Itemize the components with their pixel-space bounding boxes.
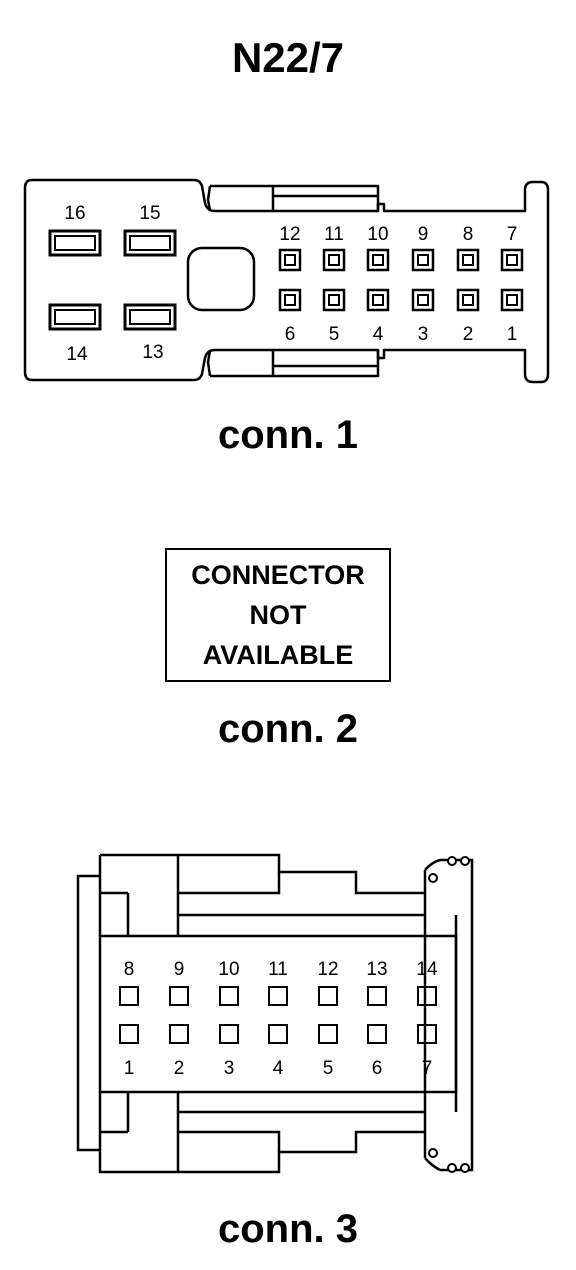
pin-label: 1 xyxy=(507,324,518,345)
pin-cavity xyxy=(366,288,390,312)
pin-cavity xyxy=(366,248,390,272)
pin-label: 12 xyxy=(317,959,338,980)
pin-cavity xyxy=(456,248,480,272)
pin-label: 2 xyxy=(463,324,474,345)
pin-label: 9 xyxy=(418,224,429,245)
pin-label: 8 xyxy=(463,224,474,245)
pin-cavity xyxy=(278,248,302,272)
pin-cavity xyxy=(367,986,387,1006)
placeholder-line: NOT xyxy=(249,600,307,630)
pin-label: 13 xyxy=(366,959,387,980)
pin-cavity xyxy=(456,288,480,312)
pin-contact xyxy=(284,294,296,306)
pin-label: 16 xyxy=(64,203,85,224)
pin-label: 8 xyxy=(124,959,135,980)
pin-label: 2 xyxy=(174,1058,185,1079)
pin-cavity xyxy=(411,248,435,272)
pin-label: 4 xyxy=(273,1058,284,1079)
pin-label: 4 xyxy=(373,324,384,345)
pin-cavity xyxy=(119,1024,139,1044)
pin-cavity xyxy=(367,1024,387,1044)
pin-cavity xyxy=(500,248,524,272)
connector-3-label: conn. 3 xyxy=(217,1207,359,1251)
pin-cavity xyxy=(268,1024,288,1044)
pin-contact xyxy=(462,254,474,266)
pin-cavity xyxy=(278,288,302,312)
pin-label: 13 xyxy=(142,342,163,363)
pin-label: 3 xyxy=(418,324,429,345)
pin-contact xyxy=(506,254,518,266)
connector-1-label: conn. 1 xyxy=(217,413,359,457)
pin-contact xyxy=(372,294,384,306)
pin-cavity xyxy=(417,1024,437,1044)
pin-cavity xyxy=(219,1024,239,1044)
pin-cavity xyxy=(268,986,288,1006)
pin-contact xyxy=(328,254,340,266)
connector-1-drawing: 16 15 14 13 12 11 10 9 8 7 6 5 4 3 2 1 xyxy=(23,178,550,384)
pin-cavity xyxy=(500,288,524,312)
pin-label: 11 xyxy=(268,959,288,980)
pin-cavity xyxy=(318,1024,338,1044)
pin-cavity xyxy=(411,288,435,312)
diagram-title: N22/7 xyxy=(231,34,345,81)
pin-label: 10 xyxy=(367,224,388,245)
pin-contact xyxy=(328,294,340,306)
placeholder-line: AVAILABLE xyxy=(202,640,354,670)
connector-not-available-box: CONNECTOR NOT AVAILABLE xyxy=(165,548,391,682)
pin-label: 11 xyxy=(324,224,344,245)
pin-label: 7 xyxy=(507,224,518,245)
pin-label: 3 xyxy=(224,1058,235,1079)
pin-label: 6 xyxy=(372,1058,383,1079)
pin-label: 14 xyxy=(66,344,88,365)
pin-contact xyxy=(417,254,429,266)
pin-contact xyxy=(462,294,474,306)
pin-cavity xyxy=(322,248,346,272)
pin-label: 7 xyxy=(422,1058,433,1079)
pin-cavity xyxy=(318,986,338,1006)
pin-cavity xyxy=(169,986,189,1006)
pin-contact xyxy=(506,294,518,306)
pin-cavity xyxy=(322,288,346,312)
pin-cavity xyxy=(417,986,437,1006)
pin-cavity xyxy=(219,986,239,1006)
pin-contact xyxy=(372,254,384,266)
pin-label: 14 xyxy=(416,959,438,980)
pin-contact xyxy=(417,294,429,306)
connector-2-label: conn. 2 xyxy=(217,707,359,751)
pin-label: 15 xyxy=(139,203,160,224)
pin-label: 12 xyxy=(279,224,300,245)
pin-label: 5 xyxy=(329,324,340,345)
pin-cavity xyxy=(169,1024,189,1044)
pin-label: 5 xyxy=(323,1058,334,1079)
pin-contact xyxy=(284,254,296,266)
placeholder-line: CONNECTOR xyxy=(191,560,365,590)
pin-label: 9 xyxy=(174,959,185,980)
pin-label: 6 xyxy=(285,324,296,345)
pin-cavity xyxy=(119,986,139,1006)
pin-label: 1 xyxy=(124,1058,135,1079)
pin-label: 10 xyxy=(218,959,239,980)
